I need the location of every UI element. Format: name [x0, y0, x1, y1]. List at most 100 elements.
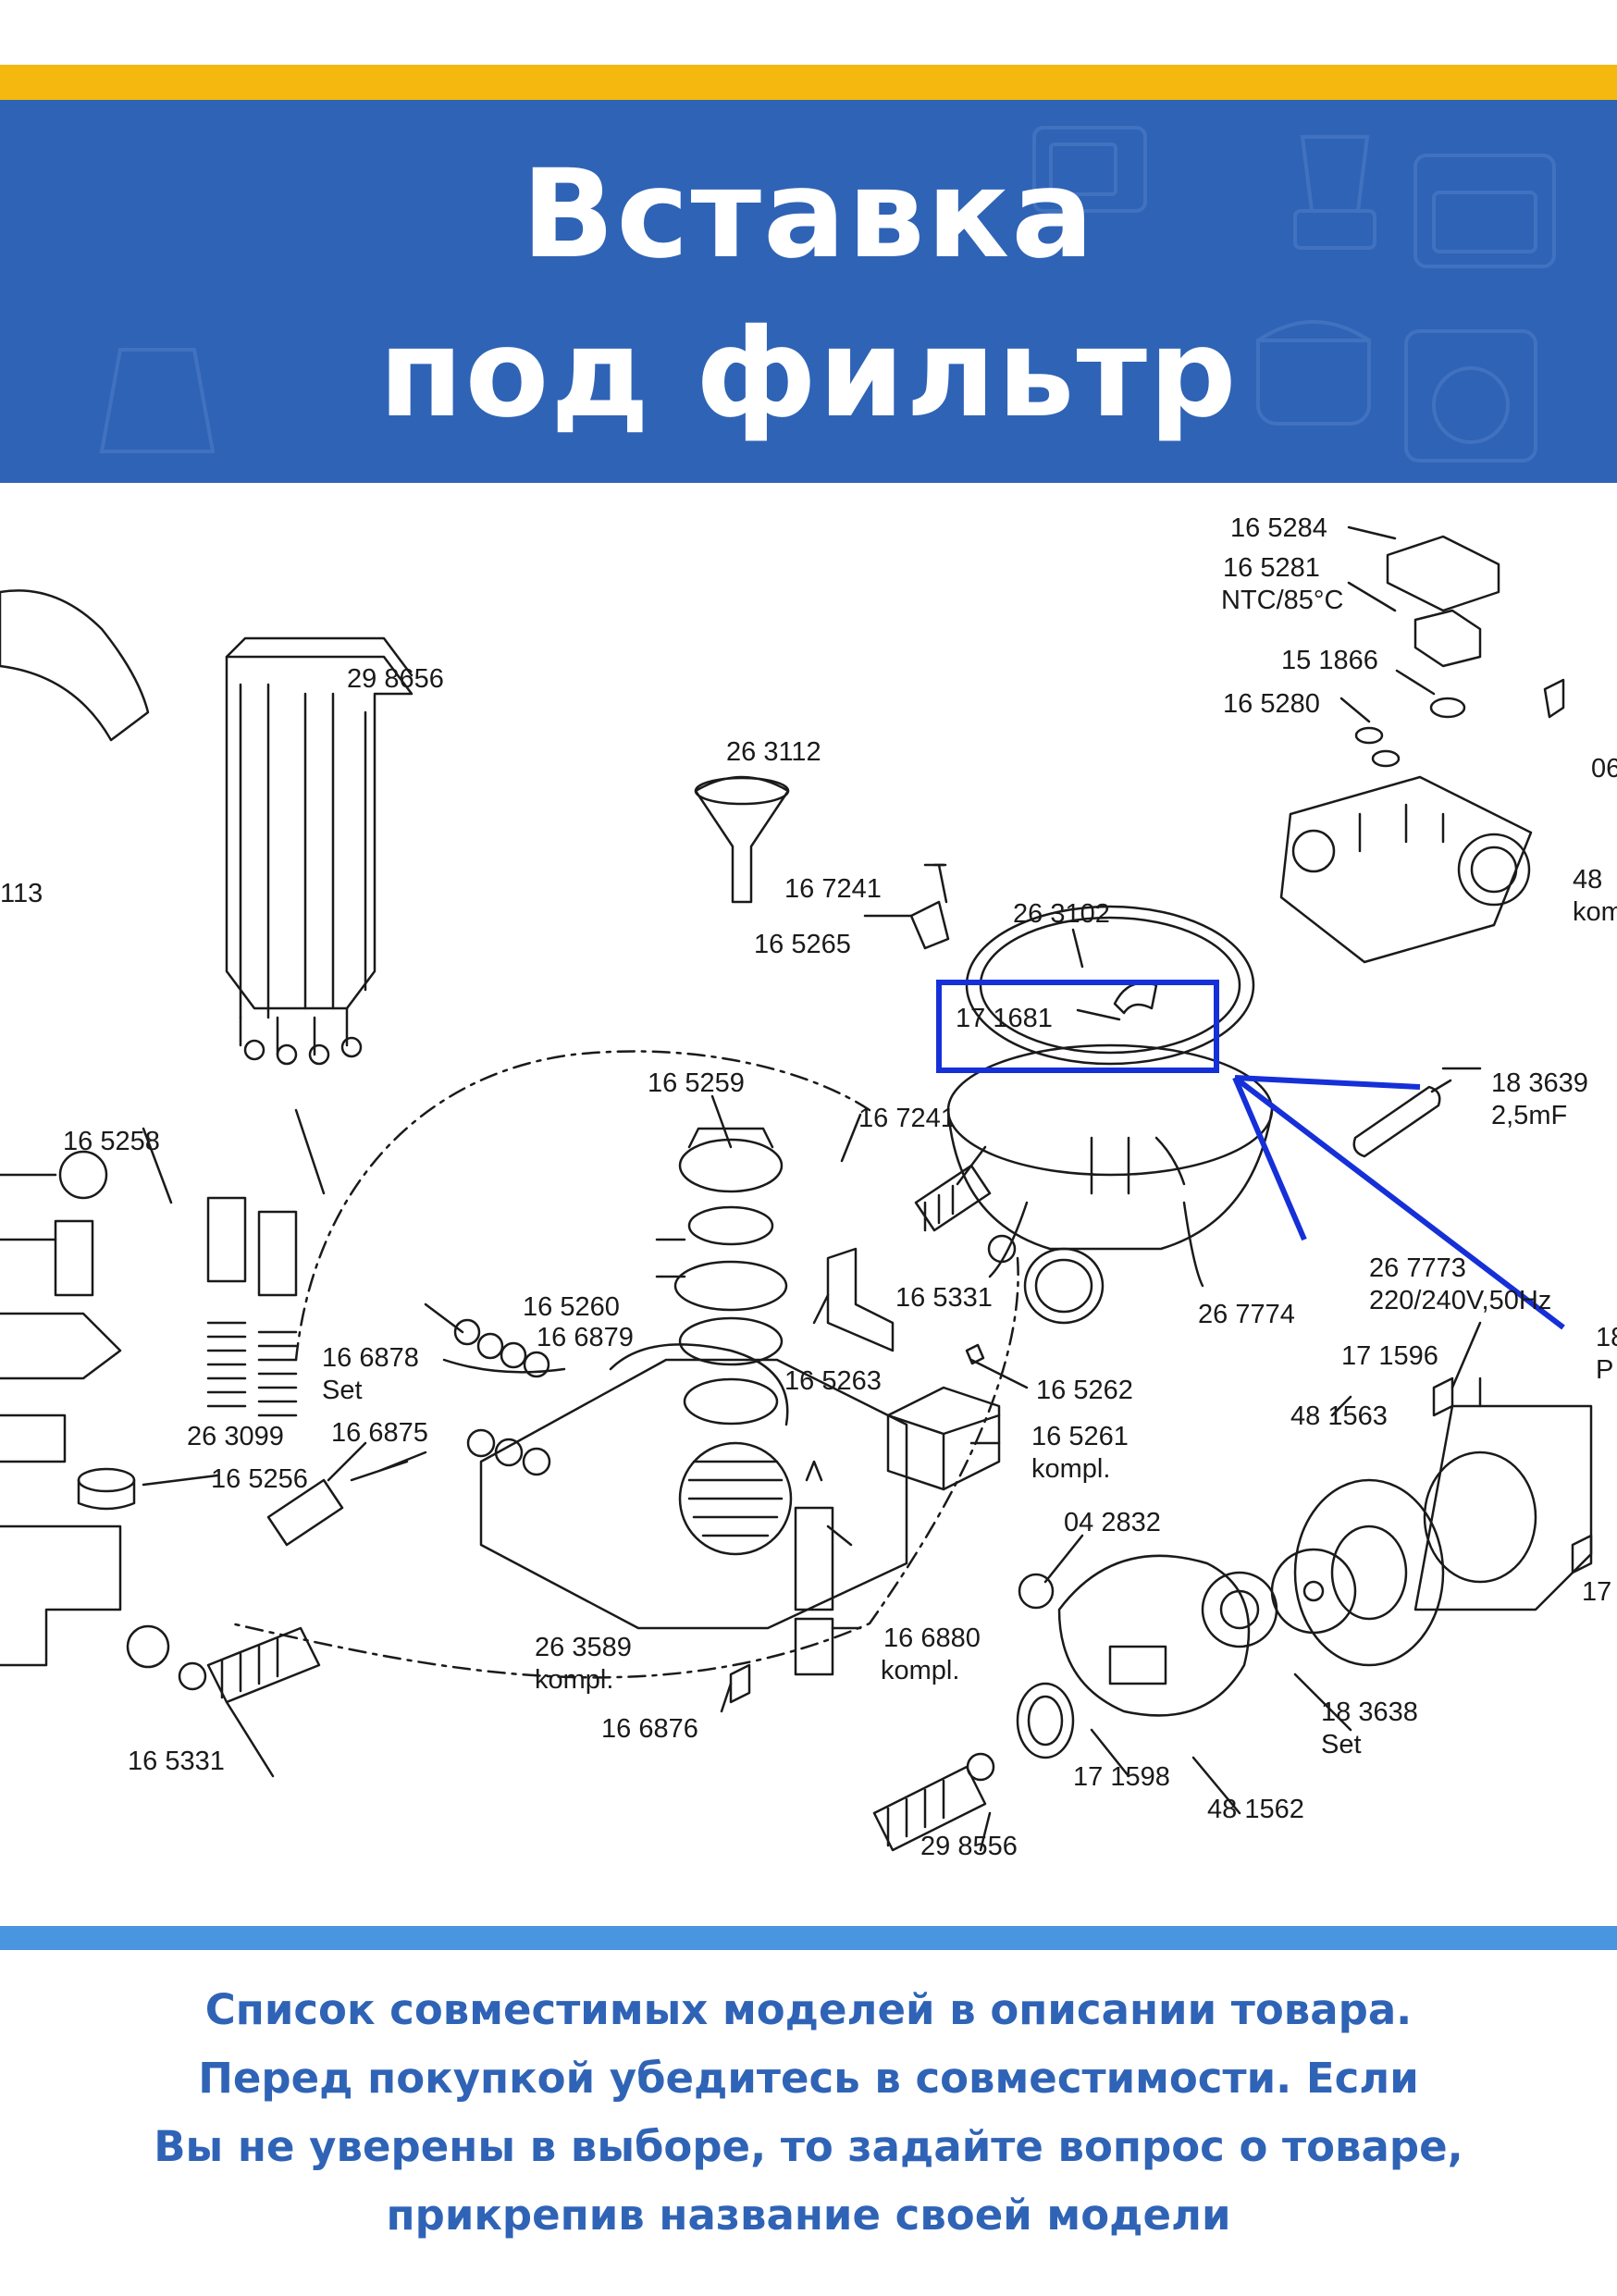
hose-path-dashed — [229, 1050, 1019, 1679]
label-151866: 15 1866 — [1281, 646, 1378, 675]
label-171596: 17 1596 — [1341, 1341, 1438, 1371]
label-set-2: Set — [1321, 1730, 1362, 1759]
label-165284: 16 5284 — [1230, 513, 1327, 543]
footer-text-line-3: Вы не уверены в выборе, то задайте вопро… — [154, 2122, 1463, 2171]
clip-part — [909, 900, 950, 950]
salt-funnel-part — [694, 775, 790, 904]
blender-icon — [1293, 135, 1376, 250]
microwave-icon — [1032, 126, 1147, 213]
gear-part — [678, 1127, 784, 1193]
label-113: 113 — [0, 879, 43, 908]
label-165280: 16 5280 — [1223, 689, 1320, 719]
footer-text-line-1: Список совместимых моделей в описании то… — [204, 1985, 1413, 2034]
bracket-part — [0, 1413, 67, 1463]
label-481563: 48 1563 — [1290, 1401, 1388, 1431]
ring-part-1 — [687, 1205, 774, 1246]
sleeve-part-1 — [206, 1196, 247, 1283]
nut-part — [1018, 1573, 1055, 1610]
label-263589: 26 3589 — [535, 1633, 632, 1662]
label-171598: 17 1598 — [1073, 1762, 1170, 1792]
label-166880: 16 6880 — [883, 1623, 981, 1653]
label-263102: 26 3102 — [1013, 899, 1110, 929]
label-p: P — [1596, 1355, 1613, 1385]
label-165262: 16 5262 — [1036, 1376, 1133, 1405]
label-166879: 16 6879 — [537, 1323, 634, 1352]
label-165259: 16 5259 — [648, 1068, 745, 1098]
cover-cap-part — [1386, 535, 1500, 612]
part-labels: 16 5284 16 5281 NTC/85°C 15 1866 16 5280… — [0, 513, 1617, 1861]
detergent-dispenser-part — [466, 1343, 908, 1630]
capacitor-part — [1352, 1079, 1452, 1158]
seal-ring-part-1 — [1429, 697, 1466, 719]
pump-seal-part — [1270, 1548, 1357, 1635]
label-171681: 17 1681 — [956, 1004, 1053, 1033]
label-481562: 48 1562 — [1207, 1795, 1304, 1824]
pump-cover-part — [1293, 1478, 1445, 1667]
label-166878: 16 6878 — [322, 1343, 419, 1373]
label-263099: 26 3099 — [187, 1422, 284, 1451]
label-171: 17 1 — [1582, 1577, 1617, 1607]
hose-part-bottom — [872, 1752, 995, 1852]
bracket-part-2 — [826, 1247, 895, 1352]
sleeve-part-2 — [257, 1210, 298, 1297]
label-165331-bottom: 16 5331 — [128, 1747, 225, 1776]
label-ntc: NTC/85°C — [1221, 586, 1343, 615]
pump-motor-part — [1413, 1376, 1593, 1611]
oven-icon — [1413, 154, 1556, 268]
label-kompl-2: kompl. — [535, 1665, 613, 1695]
heater-relay-part — [886, 1386, 1001, 1491]
label-165260: 16 5260 — [523, 1292, 620, 1322]
label-183638: 18 3638 — [1321, 1697, 1418, 1727]
footer-text-line-4: прикрепив название своей модели — [386, 2191, 1231, 2240]
highlight-box — [936, 980, 1219, 1073]
appliance-pattern-background — [99, 126, 1556, 463]
label-165258: 16 5258 — [63, 1127, 160, 1156]
label-set-1: Set — [322, 1376, 363, 1405]
footer-blue-strip — [0, 1926, 1617, 1950]
spring-part-2 — [257, 1330, 298, 1417]
ntc-sensor-part — [1413, 609, 1482, 668]
page-title-line-2: под фильтр — [378, 302, 1239, 445]
footer-text-line-2: Перед покупкой убедитесь в совместимости… — [198, 2054, 1419, 2103]
header-banner: Вставка под фильтр — [0, 100, 1617, 483]
pump-impeller-part — [1201, 1571, 1278, 1648]
clip-part-2 — [729, 1663, 751, 1704]
yellow-accent-bar — [0, 65, 1617, 100]
label-voltage: 220/240V,50Hz — [1369, 1286, 1551, 1315]
hose-part-right — [914, 1164, 1017, 1264]
seal-ring-part-4 — [683, 1377, 779, 1426]
label-165261: 16 5261 — [1031, 1422, 1129, 1451]
screw-part-top — [932, 863, 948, 904]
small-bracket-part — [1432, 1376, 1454, 1417]
label-kom: kom — [1573, 897, 1617, 927]
seal-set-part — [442, 1318, 566, 1378]
seal-ring-part-2 — [1354, 726, 1384, 745]
filter-insert-part — [1113, 981, 1158, 1015]
label-48a: 48 — [1573, 865, 1602, 895]
label-298656: 29 8656 — [347, 664, 444, 694]
small-clip-part-right — [1543, 678, 1565, 719]
sump-body-part — [946, 1043, 1274, 1325]
float-part — [794, 1460, 834, 1676]
label-18: 18 — [1596, 1323, 1617, 1352]
label-167241-top: 16 7241 — [784, 874, 882, 904]
ring-part-2 — [673, 1260, 788, 1312]
label-166876: 16 6876 — [601, 1714, 698, 1744]
label-165331-mid: 16 5331 — [895, 1283, 993, 1313]
label-263112: 26 3112 — [726, 737, 821, 767]
label-166875: 16 6875 — [331, 1418, 428, 1448]
label-165265: 16 5265 — [754, 930, 851, 959]
label-kompl-3: kompl. — [881, 1656, 959, 1685]
valve-part-small — [266, 1450, 427, 1547]
label-06: 06 — [1591, 754, 1617, 784]
hose-part-left — [178, 1626, 321, 1704]
water-inlet-valve-part — [0, 1524, 170, 1669]
circulation-pump-part — [1016, 1554, 1251, 1759]
pot-icon — [1256, 320, 1371, 426]
page-title-line-1: Вставка — [521, 143, 1096, 286]
valve-block-part — [1279, 775, 1533, 964]
label-25mf: 2,5mF — [1491, 1101, 1567, 1130]
highlight-arrow — [1232, 1075, 1565, 1330]
washer-icon — [1404, 329, 1537, 463]
